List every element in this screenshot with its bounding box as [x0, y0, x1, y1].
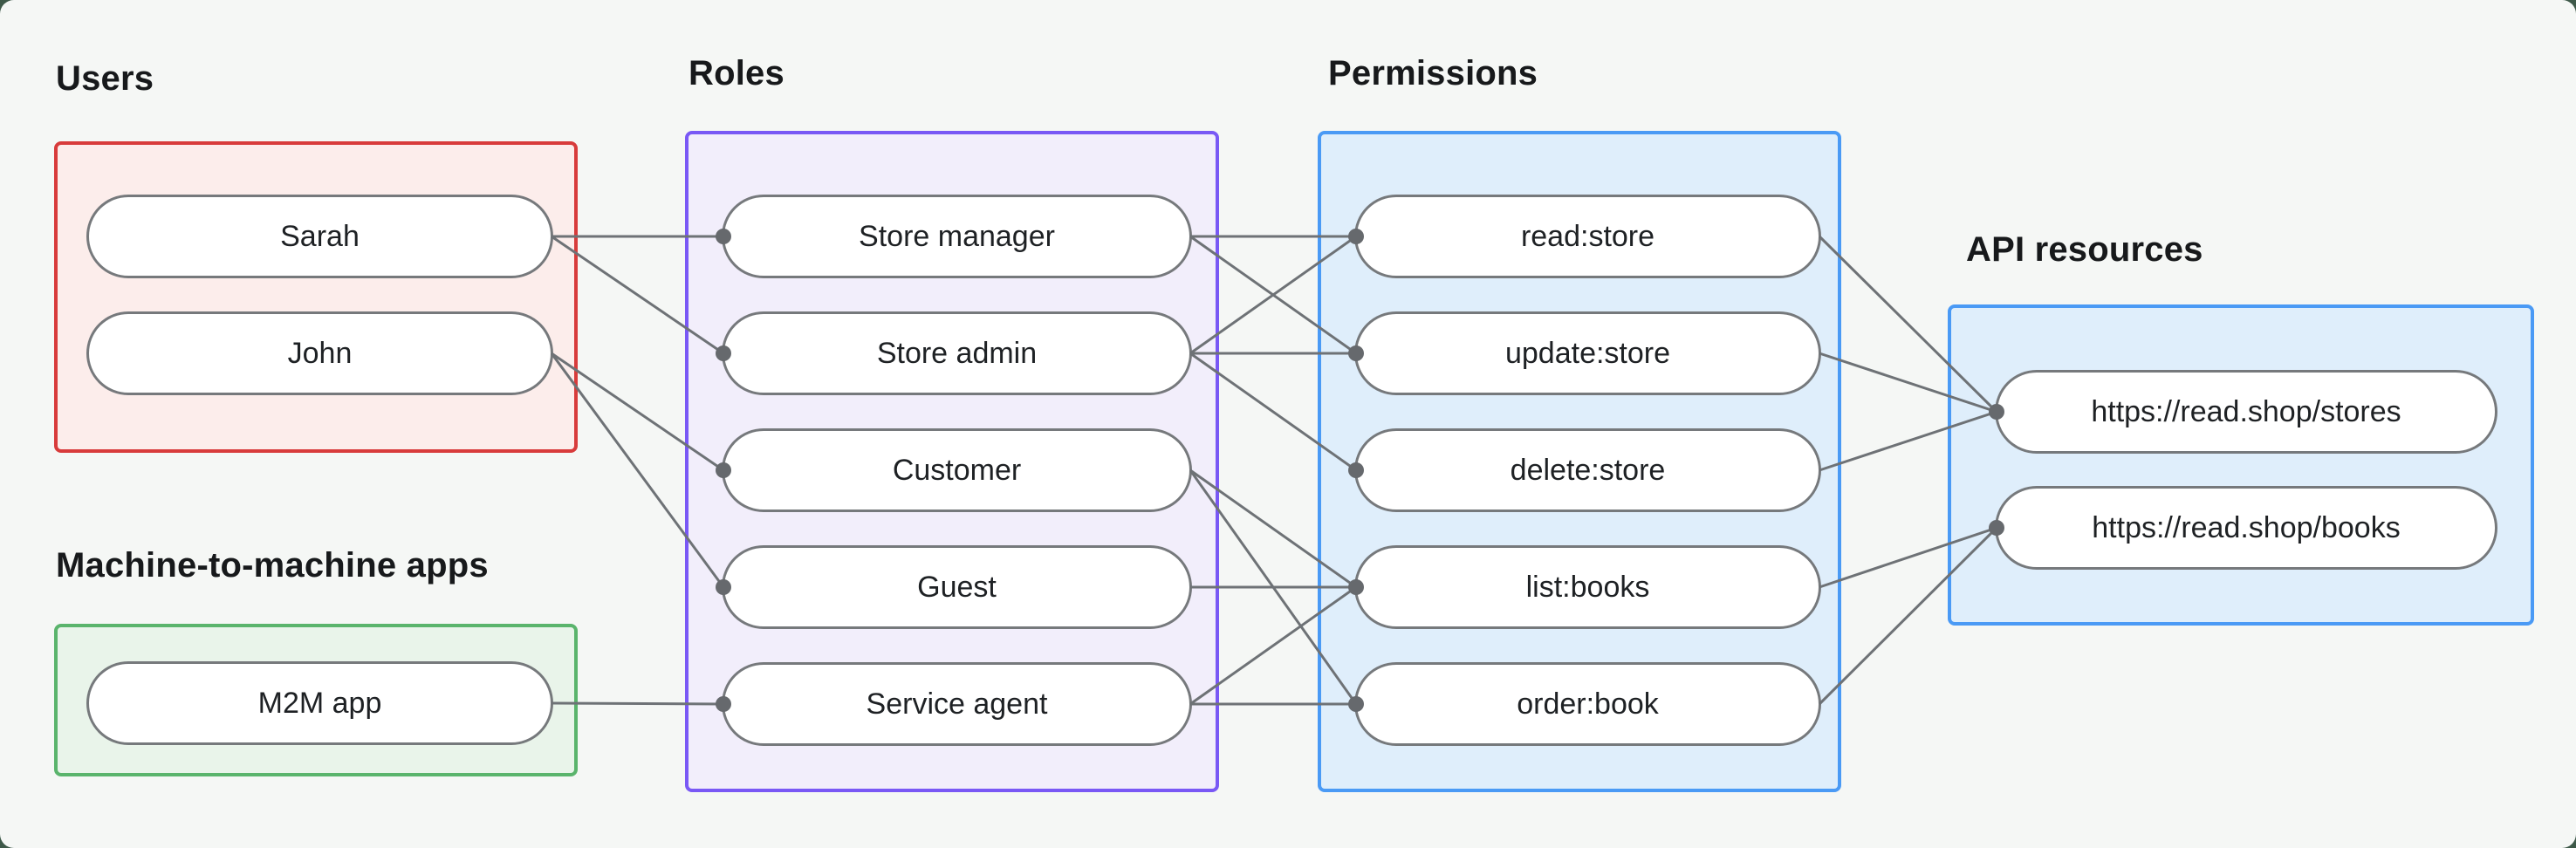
node-delete-store: delete:store [1354, 428, 1821, 512]
node-sarah: Sarah [86, 195, 553, 278]
node-books-resource: https://read.shop/books [1995, 486, 2497, 570]
node-customer: Customer [722, 428, 1192, 512]
permissions-pill-list: read:store update:store delete:store list:b… [1354, 195, 1821, 746]
api-resources-group-label: API resources [1966, 230, 2203, 269]
node-store-admin: Store admin [722, 311, 1192, 395]
node-service-agent: Service agent [722, 662, 1192, 746]
node-read-store: read:store [1354, 195, 1821, 278]
node-store-manager: Store manager [722, 195, 1192, 278]
m2m-apps-group-box: M2M app [54, 624, 578, 776]
permissions-group-label: Permissions [1328, 54, 1538, 92]
node-stores-resource: https://read.shop/stores [1995, 370, 2497, 454]
node-john: John [86, 311, 553, 395]
m2m-apps-group-label: Machine-to-machine apps [56, 546, 489, 585]
node-m2m-app: M2M app [86, 661, 553, 745]
node-update-store: update:store [1354, 311, 1821, 395]
api-resources-group-box: https://read.shop/stores https://read.sho… [1948, 304, 2534, 626]
node-order-book: order:book [1354, 662, 1821, 746]
users-group-label: Users [56, 59, 154, 98]
node-list-books: list:books [1354, 545, 1821, 629]
roles-group-label: Roles [689, 54, 784, 92]
permissions-group-box: read:store update:store delete:store list:b… [1318, 131, 1841, 792]
m2m-pill-list: M2M app [86, 661, 553, 745]
api-resources-pill-list: https://read.shop/stores https://read.sho… [1995, 370, 2497, 570]
node-guest: Guest [722, 545, 1192, 629]
